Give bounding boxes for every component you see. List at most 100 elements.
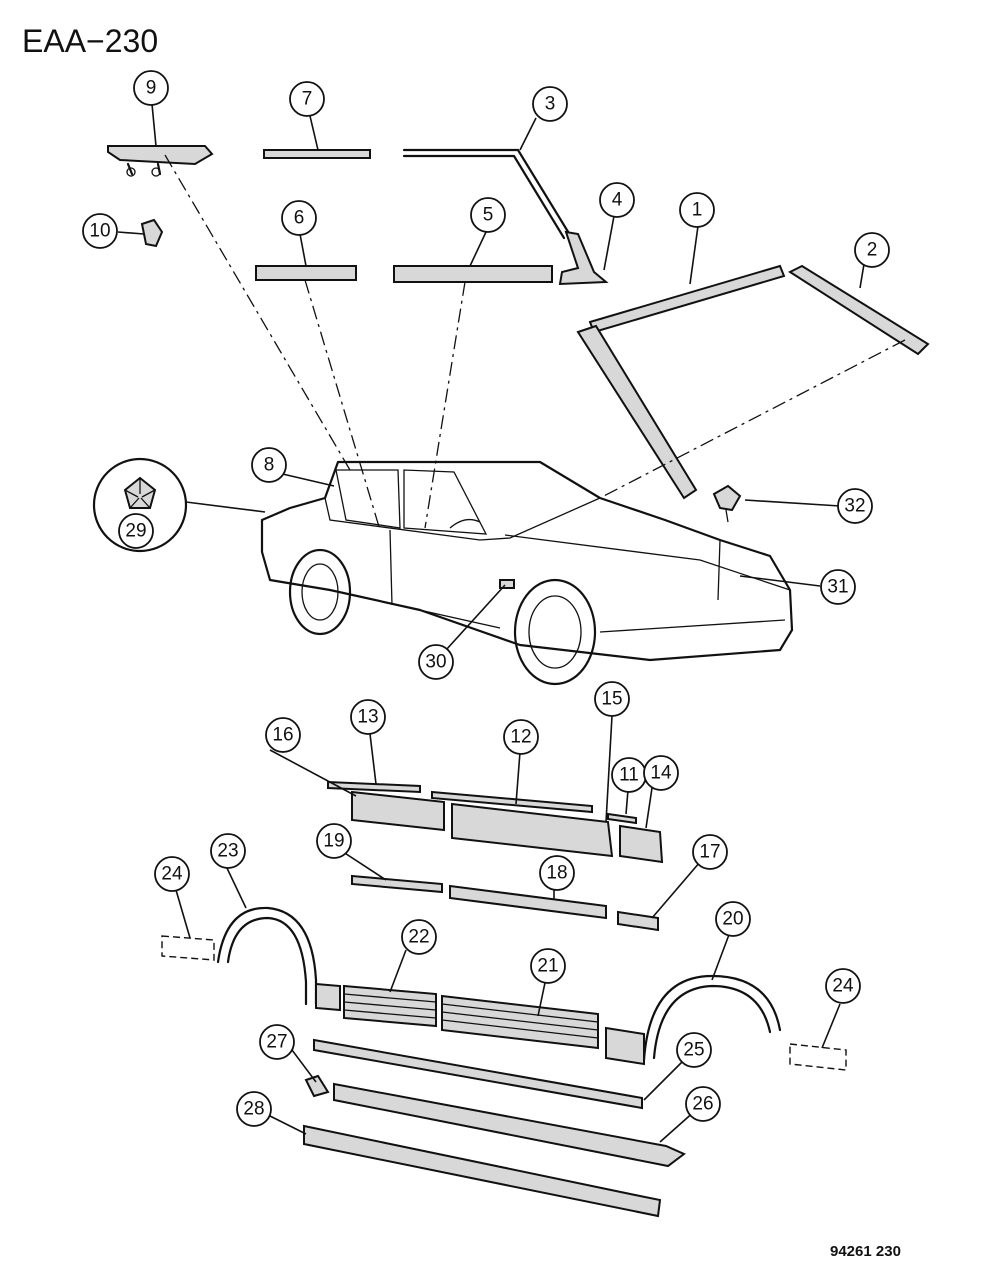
leader-line [744,499,841,507]
part-12-molding [431,790,593,814]
svg-text:8: 8 [264,455,275,476]
leader-line [304,279,381,531]
part-11-molding [607,812,637,825]
callout: 28 [236,1091,272,1127]
leader-line [739,575,821,587]
part-25-sill-molding [313,1038,643,1110]
callout: 6 [281,200,317,236]
callout: 11 [611,757,647,793]
callout: 1 [679,192,715,228]
svg-text:32: 32 [844,496,865,517]
part-3-molding [402,148,572,240]
svg-text:18: 18 [546,863,567,884]
callout: 10 [82,213,118,249]
part-28-sill-molding [303,1124,662,1218]
emblem-badge [92,457,188,553]
part-26-sill-molding [333,1082,686,1168]
callout: 9 [133,70,169,106]
part-16-molding [351,790,445,832]
callout: 2 [854,232,890,268]
svg-text:20: 20 [722,909,743,930]
svg-text:26: 26 [692,1094,713,1115]
svg-text:9: 9 [146,78,157,99]
svg-text:29: 29 [125,521,146,542]
svg-text:12: 12 [510,727,531,748]
svg-text:24: 24 [832,976,854,997]
callout: 27 [259,1024,295,1060]
part-27-end-cap [304,1074,330,1098]
callout: 8 [251,447,287,483]
svg-text:6: 6 [294,208,305,229]
svg-text:14: 14 [650,763,672,784]
part-4-molding [558,230,609,286]
part-21-cladding [441,994,645,1066]
part-23-arch-molding [216,906,318,1006]
part-5-molding [393,265,553,283]
callout: 3 [532,86,568,122]
part-19-molding [351,874,443,894]
callout: 13 [350,699,386,735]
svg-text:19: 19 [323,831,344,852]
svg-text:23: 23 [217,841,238,862]
callout: 15 [594,681,630,717]
svg-text:3: 3 [545,94,556,115]
leader-line [164,154,351,471]
callout: 31 [820,569,856,605]
leader-line [185,501,266,513]
part-13-molding [327,780,421,794]
leader-line [424,281,466,529]
part-7-molding [263,149,371,159]
svg-text:16: 16 [272,725,293,746]
svg-text:28: 28 [243,1099,264,1120]
callout: 20 [715,901,751,937]
callout: 32 [837,488,873,524]
callout: 4 [599,182,635,218]
callout: 19 [316,823,352,859]
part-24-pad [161,935,215,961]
svg-text:11: 11 [619,765,639,786]
callout: 7 [289,81,325,117]
svg-text:31: 31 [827,577,848,598]
svg-text:13: 13 [357,707,378,728]
leader-line [445,584,506,651]
vehicle-illustration [260,460,794,686]
callout: 12 [503,719,539,755]
svg-text:7: 7 [302,89,313,110]
part-17-molding [617,910,659,932]
callout: 22 [401,919,437,955]
callout: 16 [265,717,301,753]
part-10-clip [140,218,164,248]
svg-text:10: 10 [89,221,110,242]
part-15-molding [451,802,614,858]
svg-text:24: 24 [161,864,183,885]
callout: 17 [692,834,728,870]
part-14-molding [619,824,664,864]
svg-text:22: 22 [408,927,429,948]
diagram-code: EAA−230 [22,23,158,59]
svg-text:2: 2 [867,240,878,261]
svg-text:21: 21 [537,956,558,977]
callout: 26 [685,1086,721,1122]
part-20-arch-molding [642,974,782,1062]
svg-text:1: 1 [692,200,703,221]
hood-ornament-icon [712,484,742,523]
svg-text:25: 25 [683,1040,704,1061]
callout: 24 [154,856,190,892]
callout: 5 [470,197,506,233]
callout: 18 [539,855,575,891]
svg-text:4: 4 [612,190,623,211]
svg-text:5: 5 [483,205,494,226]
callout: 30 [418,644,454,680]
svg-text:27: 27 [266,1032,287,1053]
part-22-cladding [315,982,437,1028]
callout: 25 [676,1032,712,1068]
callout: 23 [210,833,246,869]
part-6-molding [255,265,357,281]
callout: 29 [118,513,154,549]
part-18-molding [449,884,607,920]
part-2-molding [787,264,930,356]
svg-text:30: 30 [425,652,446,673]
svg-text:15: 15 [601,689,622,710]
figure-number: 94261 230 [830,1243,901,1260]
